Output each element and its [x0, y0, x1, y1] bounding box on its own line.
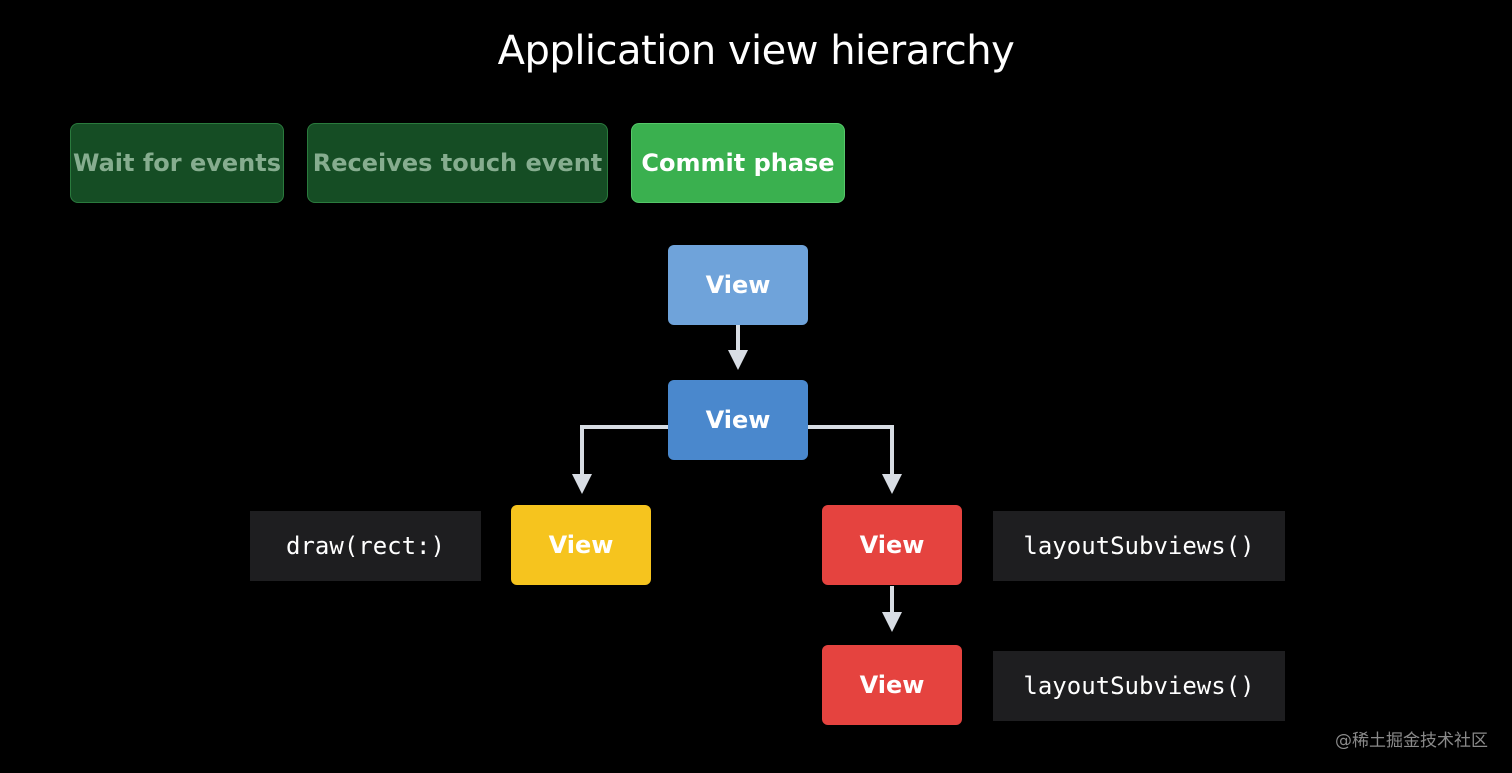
- view-node-root: View: [668, 245, 808, 325]
- watermark: @稀土掘金技术社区: [1335, 731, 1488, 751]
- arrowhead-down: [572, 474, 592, 494]
- view-node-bottom: View: [822, 645, 962, 725]
- arrowhead-down: [728, 350, 748, 370]
- view-label: View: [548, 531, 614, 559]
- arrowhead-down: [882, 474, 902, 494]
- view-node-child: View: [668, 380, 808, 460]
- phase-label: Commit phase: [641, 149, 835, 177]
- arrowhead-down: [882, 612, 902, 632]
- code-label-layout-subviews-2: layoutSubviews(): [993, 651, 1285, 721]
- view-node-right: View: [822, 505, 962, 585]
- phase-label: Receives touch event: [312, 149, 603, 177]
- code-text: layoutSubviews(): [1023, 532, 1255, 560]
- phase-wait-for-events: Wait for events: [70, 123, 284, 203]
- view-label: View: [859, 671, 925, 699]
- page-title: Application view hierarchy: [497, 28, 1015, 74]
- code-label-draw: draw(rect:): [250, 511, 481, 581]
- phase-label: Wait for events: [72, 149, 282, 177]
- code-text: draw(rect:): [286, 532, 445, 560]
- view-node-left: View: [511, 505, 651, 585]
- view-label: View: [705, 406, 771, 434]
- connector-to-right-child: [808, 425, 894, 476]
- view-label: View: [859, 531, 925, 559]
- view-label: View: [705, 271, 771, 299]
- phase-commit: Commit phase: [631, 123, 845, 203]
- code-text: layoutSubviews(): [1023, 672, 1255, 700]
- phase-receives-touch-event: Receives touch event: [307, 123, 608, 203]
- connector-to-left-child: [580, 425, 668, 476]
- code-label-layout-subviews: layoutSubviews(): [993, 511, 1285, 581]
